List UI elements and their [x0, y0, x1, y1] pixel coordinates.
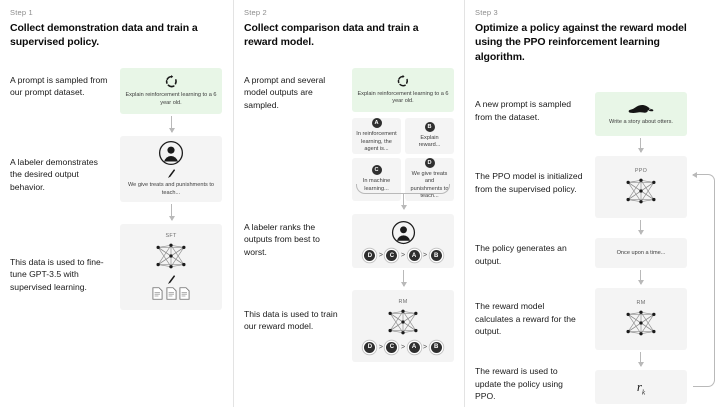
- output-text-c: In machine learning...: [362, 178, 391, 192]
- step-3-reward-node[interactable]: rk: [595, 370, 687, 405]
- person-icon: [158, 140, 184, 166]
- step-3-caption-3: The policy generates an output.: [475, 243, 567, 266]
- step-3-title: Optimize a policy against the reward mod…: [475, 22, 687, 63]
- pencil-icon: [167, 274, 176, 285]
- rank-bubble-4: B: [430, 250, 442, 262]
- step-3-caption-2: The PPO model is initialized from the su…: [475, 171, 583, 194]
- rank-separator: >: [423, 343, 428, 351]
- step-3-caption-4: The reward model calculates a reward for…: [475, 301, 576, 337]
- otter-icon: [628, 103, 654, 116]
- step-1-caption-1: A prompt is sampled from our prompt data…: [10, 74, 108, 98]
- step-3-column: Step 3 Optimize a policy against the rew…: [464, 0, 720, 407]
- step-3-output-text: Once upon a time...: [616, 249, 666, 256]
- step-3-rm-node[interactable]: RM: [595, 288, 687, 351]
- neural-network-icon: [621, 176, 661, 206]
- step-2-caption-1: A prompt and several model outputs are s…: [244, 74, 326, 110]
- step-1-body: A prompt is sampled from our prompt data…: [10, 56, 223, 396]
- rank-bubble-3: A: [408, 250, 420, 262]
- output-option-d[interactable]: D We give treats and punishments to teac…: [405, 157, 454, 201]
- step-1-column: Step 1 Collect demonstration data and tr…: [0, 0, 233, 407]
- rm-ranking-row: D > C > A > B: [364, 341, 442, 353]
- step-1-title: Collect demonstration data and train a s…: [10, 22, 198, 49]
- pencil-icon: [167, 168, 176, 179]
- step-2-prompt-text: Explain reinforcement learning to a 6 ye…: [357, 90, 449, 105]
- step-2-label: Step 2: [244, 8, 267, 17]
- output-badge-b: B: [424, 121, 435, 132]
- output-badge-c: C: [371, 165, 382, 176]
- output-option-a[interactable]: A In reinforcement learning, the agent i…: [352, 117, 401, 154]
- output-text-b: Explain reward...: [418, 134, 441, 149]
- output-badge-a: A: [371, 117, 382, 128]
- step-1-arrow-2: [168, 203, 175, 221]
- rank-bubble-4: B: [430, 341, 442, 353]
- step-2-prompt-node[interactable]: Explain reinforcement learning to a 6 ye…: [352, 67, 454, 112]
- output-text-a: In reinforcement learning, the agent is.…: [356, 130, 397, 153]
- step-1-labeler-text: We give treats and punishments to teach.…: [127, 182, 215, 196]
- step-3-rm-tag: RM: [636, 300, 646, 307]
- circular-arrows-icon: [164, 74, 179, 89]
- step-2-caption-2: A labeler ranks the outputs from best to…: [244, 221, 320, 257]
- step-2-outputs-grid: A In reinforcement learning, the agent i…: [352, 117, 454, 201]
- step-1-label: Step 1: [10, 8, 33, 17]
- ppo-update-loop-arrow: [692, 171, 715, 388]
- step-3-prompt-text: Write a story about otters.: [609, 118, 673, 125]
- circular-arrows-icon: [396, 74, 410, 88]
- step-3-arrow-1: [637, 138, 644, 154]
- step-1-sft-node[interactable]: SFT: [120, 223, 222, 310]
- step-3-body: A new prompt is sampled from the dataset…: [475, 70, 715, 407]
- step-2-caption-3: This data is used to train our reward mo…: [244, 308, 338, 332]
- step-3-prompt-node[interactable]: Write a story about otters.: [595, 92, 687, 137]
- step-2-rm-tag: RM: [398, 298, 408, 305]
- step-3-ppo-node[interactable]: PPO: [595, 156, 687, 219]
- rank-separator: >: [423, 252, 428, 260]
- rank-separator: >: [378, 252, 383, 260]
- step-2-title: Collect comparison data and train a rewa…: [244, 22, 419, 49]
- document-icon: [179, 287, 190, 301]
- outputs-brace: [356, 183, 450, 194]
- rank-separator: >: [378, 343, 383, 351]
- step-2-arrow-2: [400, 269, 407, 287]
- rank-bubble-1: D: [364, 341, 376, 353]
- step-3-arrow-4: [637, 352, 644, 368]
- step-3-output-node[interactable]: Once upon a time...: [595, 238, 687, 269]
- step-2-arrow-1: [400, 193, 407, 210]
- person-icon: [391, 220, 416, 245]
- reward-symbol: rk: [636, 378, 646, 397]
- document-icon: [165, 287, 177, 301]
- rank-bubble-1: D: [364, 250, 376, 262]
- neural-network-icon: [151, 241, 191, 271]
- output-badge-d: D: [424, 157, 435, 168]
- output-text-d: We give treats and punishments to teach.…: [410, 170, 449, 200]
- step-1-prompt-node[interactable]: Explain reinforcement learning to a 6 ye…: [120, 67, 222, 114]
- neural-network-icon: [621, 308, 661, 338]
- step-2-rm-node[interactable]: RM: [352, 289, 454, 362]
- rank-separator: >: [400, 252, 406, 260]
- step-1-labeler-node[interactable]: We give treats and punishments to teach.…: [120, 135, 222, 202]
- step-1-caption-3: This data is used to fine-tune GPT-3.5 w…: [10, 256, 104, 292]
- documents-icon-group: [152, 287, 190, 301]
- step-2-body: A prompt and several model outputs are s…: [244, 56, 454, 396]
- rank-bubble-2: C: [386, 250, 398, 262]
- output-option-b[interactable]: B Explain reward...: [405, 117, 454, 154]
- step-1-caption-2: A labeler demonstrates the desired outpu…: [10, 156, 98, 192]
- document-icon: [152, 287, 163, 301]
- rank-separator: >: [400, 343, 406, 351]
- output-option-c[interactable]: C In machine learning...: [352, 157, 401, 201]
- step-3-arrow-3: [637, 270, 644, 286]
- step-1-arrow-1: [168, 115, 175, 133]
- step-3-arrow-2: [637, 220, 644, 236]
- step-3-caption-1: A new prompt is sampled from the dataset…: [475, 99, 572, 122]
- step-3-label: Step 3: [475, 8, 498, 17]
- labeler-ranking-row: D > C > A > B: [364, 250, 442, 262]
- step-1-sft-tag: SFT: [165, 233, 177, 240]
- step-3-caption-5: The reward is used to update the policy …: [475, 366, 563, 402]
- neural-network-icon: [383, 307, 423, 337]
- step-2-labeler-node[interactable]: D > C > A > B: [352, 213, 454, 268]
- step-3-ppo-tag: PPO: [634, 168, 648, 175]
- rank-bubble-2: C: [386, 341, 398, 353]
- rank-bubble-3: A: [408, 341, 420, 353]
- step-1-prompt-text: Explain reinforcement learning to a 6 ye…: [125, 92, 217, 106]
- step-2-column: Step 2 Collect comparison data and train…: [233, 0, 464, 407]
